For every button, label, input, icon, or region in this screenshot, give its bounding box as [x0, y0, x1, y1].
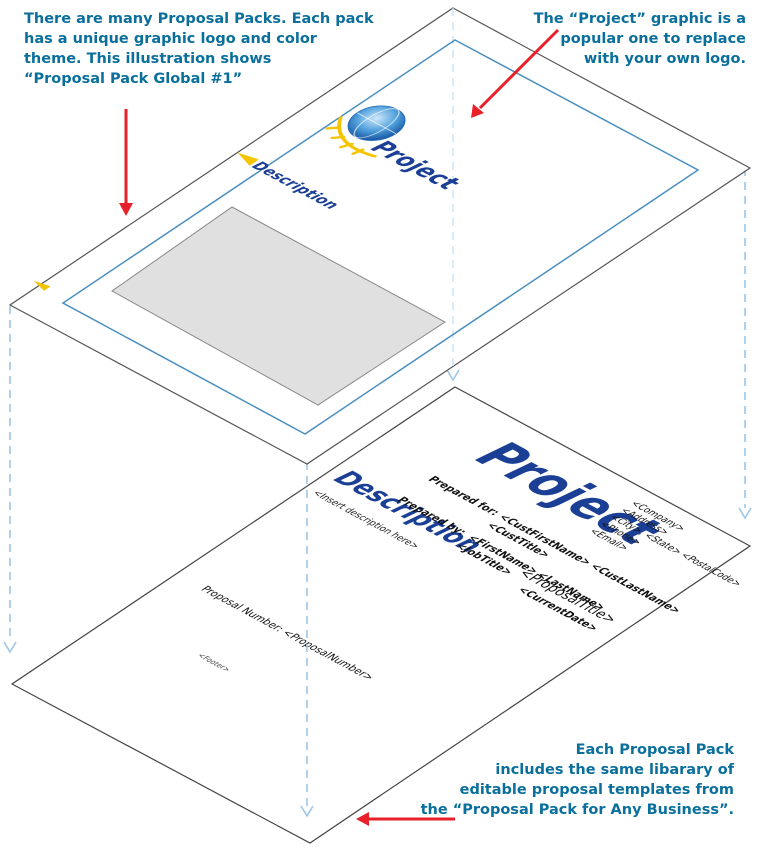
arrowhead-right	[738, 507, 752, 520]
arrowhead-back	[446, 369, 460, 382]
arrow-bottom-right-head	[356, 812, 369, 826]
callout-line: Each Proposal Pack	[575, 742, 734, 758]
arrowhead-left	[3, 641, 17, 654]
section-banner-wedge	[237, 152, 259, 166]
callout-line: has a unique graphic logo and color	[24, 31, 317, 47]
top-page-inner-border	[61, 39, 700, 435]
bottom-page	[10, 386, 752, 844]
callout-arrows	[119, 28, 560, 826]
arrow-top-right-shaft	[478, 28, 560, 110]
laurel-icon	[325, 116, 377, 158]
callout-line: includes the same libarary of	[495, 762, 734, 778]
arrow-top-right-head	[471, 104, 484, 118]
callout-line: “Proposal Pack Global #1”	[24, 71, 243, 87]
footer-wedge	[33, 280, 51, 291]
arrow-top-left-head	[119, 203, 133, 216]
projection-arrowheads	[3, 369, 752, 818]
callout-line: The “Project” graphic is a	[533, 11, 746, 27]
arrowhead-center	[300, 805, 314, 818]
photo-placeholder	[111, 206, 446, 406]
top-page	[8, 7, 752, 465]
callout-line: theme. This illustration shows	[24, 51, 272, 67]
globe-equator	[356, 112, 397, 134]
callout-line: popular one to replace	[560, 31, 746, 47]
callout-top-right: The “Project” graphic is a popular one t…	[534, 9, 746, 69]
callout-bottom-right: Each Proposal Pack includes the same lib…	[421, 740, 734, 820]
callout-top-left: There are many Proposal Packs. Each pack…	[24, 9, 374, 89]
callout-line: editable proposal templates from	[459, 782, 734, 798]
callout-line: with your own logo.	[583, 51, 746, 67]
callout-line: the “Proposal Pack for Any Business”.	[420, 802, 734, 818]
callout-line: There are many Proposal Packs. Each pack	[24, 11, 374, 27]
